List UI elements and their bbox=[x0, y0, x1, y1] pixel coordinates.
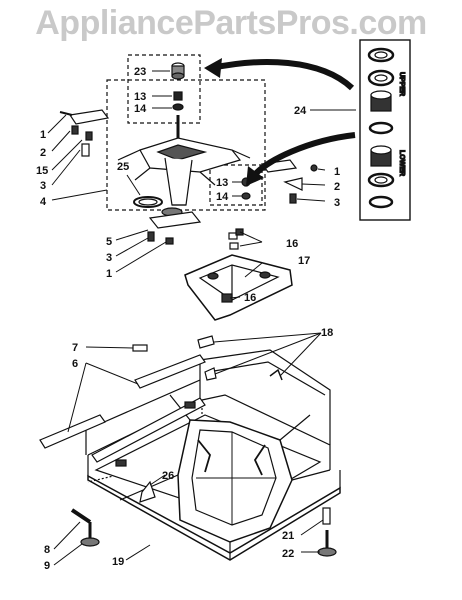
callout-16-upper: 16 bbox=[286, 238, 298, 250]
callout-18: 18 bbox=[321, 327, 333, 339]
site-watermark: AppliancePartsPros.com bbox=[35, 4, 427, 42]
part-18-clips bbox=[197, 335, 283, 381]
callout-15: 15 bbox=[36, 165, 48, 177]
callout-3-lower: 3 bbox=[106, 252, 112, 264]
part-23-cam bbox=[171, 62, 185, 80]
callout-24: 24 bbox=[294, 105, 307, 117]
part-7-clip bbox=[132, 344, 148, 352]
callout-2-upper-left: 2 bbox=[40, 147, 46, 159]
part-21-22-right-leveling-leg bbox=[317, 507, 337, 557]
callout-1-lower: 1 bbox=[106, 268, 112, 280]
callout-14-side: 14 bbox=[216, 191, 229, 203]
callout-5: 5 bbox=[106, 236, 112, 248]
upper-insert-arrow bbox=[211, 59, 355, 91]
callout-13-upper: 13 bbox=[134, 91, 146, 103]
callout-21: 21 bbox=[282, 530, 294, 542]
callout-13-side: 13 bbox=[216, 177, 228, 189]
callout-14-upper: 14 bbox=[134, 103, 147, 115]
lower-bracket-parts bbox=[147, 211, 202, 245]
lower-insert-label: LOWER bbox=[398, 150, 405, 176]
upper-assembly-group bbox=[59, 54, 318, 245]
part-6-side-rails bbox=[39, 354, 206, 467]
callout-7: 7 bbox=[72, 342, 78, 354]
upper-assembly-dashed-box bbox=[106, 79, 266, 211]
inserts-panel: UPPER LOWER bbox=[359, 39, 411, 221]
callout-numbers: 1 2 15 3 4 23 13 14 25 13 14 24 1 2 3 5 … bbox=[36, 66, 340, 572]
leader-lines bbox=[47, 70, 356, 566]
part-13-spring bbox=[173, 91, 183, 101]
callout-6: 6 bbox=[72, 358, 78, 370]
callout-23: 23 bbox=[134, 66, 146, 78]
part-14-washer bbox=[172, 103, 184, 111]
callout-1-upper-left: 1 bbox=[40, 129, 46, 141]
callout-19: 19 bbox=[112, 556, 124, 568]
right-bracket-parts bbox=[260, 159, 318, 204]
callout-17: 17 bbox=[298, 255, 310, 267]
part-19-base-frame bbox=[85, 349, 341, 561]
upper-insert-arrowhead bbox=[204, 58, 222, 78]
part-25-seal-ring bbox=[133, 196, 163, 208]
callout-8: 8 bbox=[44, 544, 50, 556]
callout-1-right: 1 bbox=[334, 166, 340, 178]
callout-3-upper-left: 3 bbox=[40, 180, 46, 192]
callout-26: 26 bbox=[162, 470, 174, 482]
gear-stack-dashed-box bbox=[127, 54, 201, 124]
callout-22: 22 bbox=[282, 548, 294, 560]
lower-insert-arrowhead bbox=[246, 166, 264, 186]
lower-insert-arrow bbox=[249, 132, 356, 180]
side-part-dashed-box bbox=[209, 164, 263, 206]
left-bracket-parts bbox=[59, 109, 110, 157]
part-17-base-bracket bbox=[184, 254, 293, 321]
part-26-bracket bbox=[139, 480, 156, 503]
callout-16-lower: 16 bbox=[244, 292, 256, 304]
upper-insert-label: UPPER bbox=[398, 72, 405, 96]
callout-25: 25 bbox=[117, 161, 129, 173]
callout-9: 9 bbox=[44, 560, 50, 572]
part-16-clips bbox=[228, 228, 244, 250]
part-8-9-left-leveling-leg bbox=[70, 508, 100, 547]
callout-2-right: 2 bbox=[334, 181, 340, 193]
part-14-side-washer bbox=[241, 192, 251, 200]
callout-4: 4 bbox=[40, 196, 47, 208]
callout-3-right: 3 bbox=[334, 197, 340, 209]
